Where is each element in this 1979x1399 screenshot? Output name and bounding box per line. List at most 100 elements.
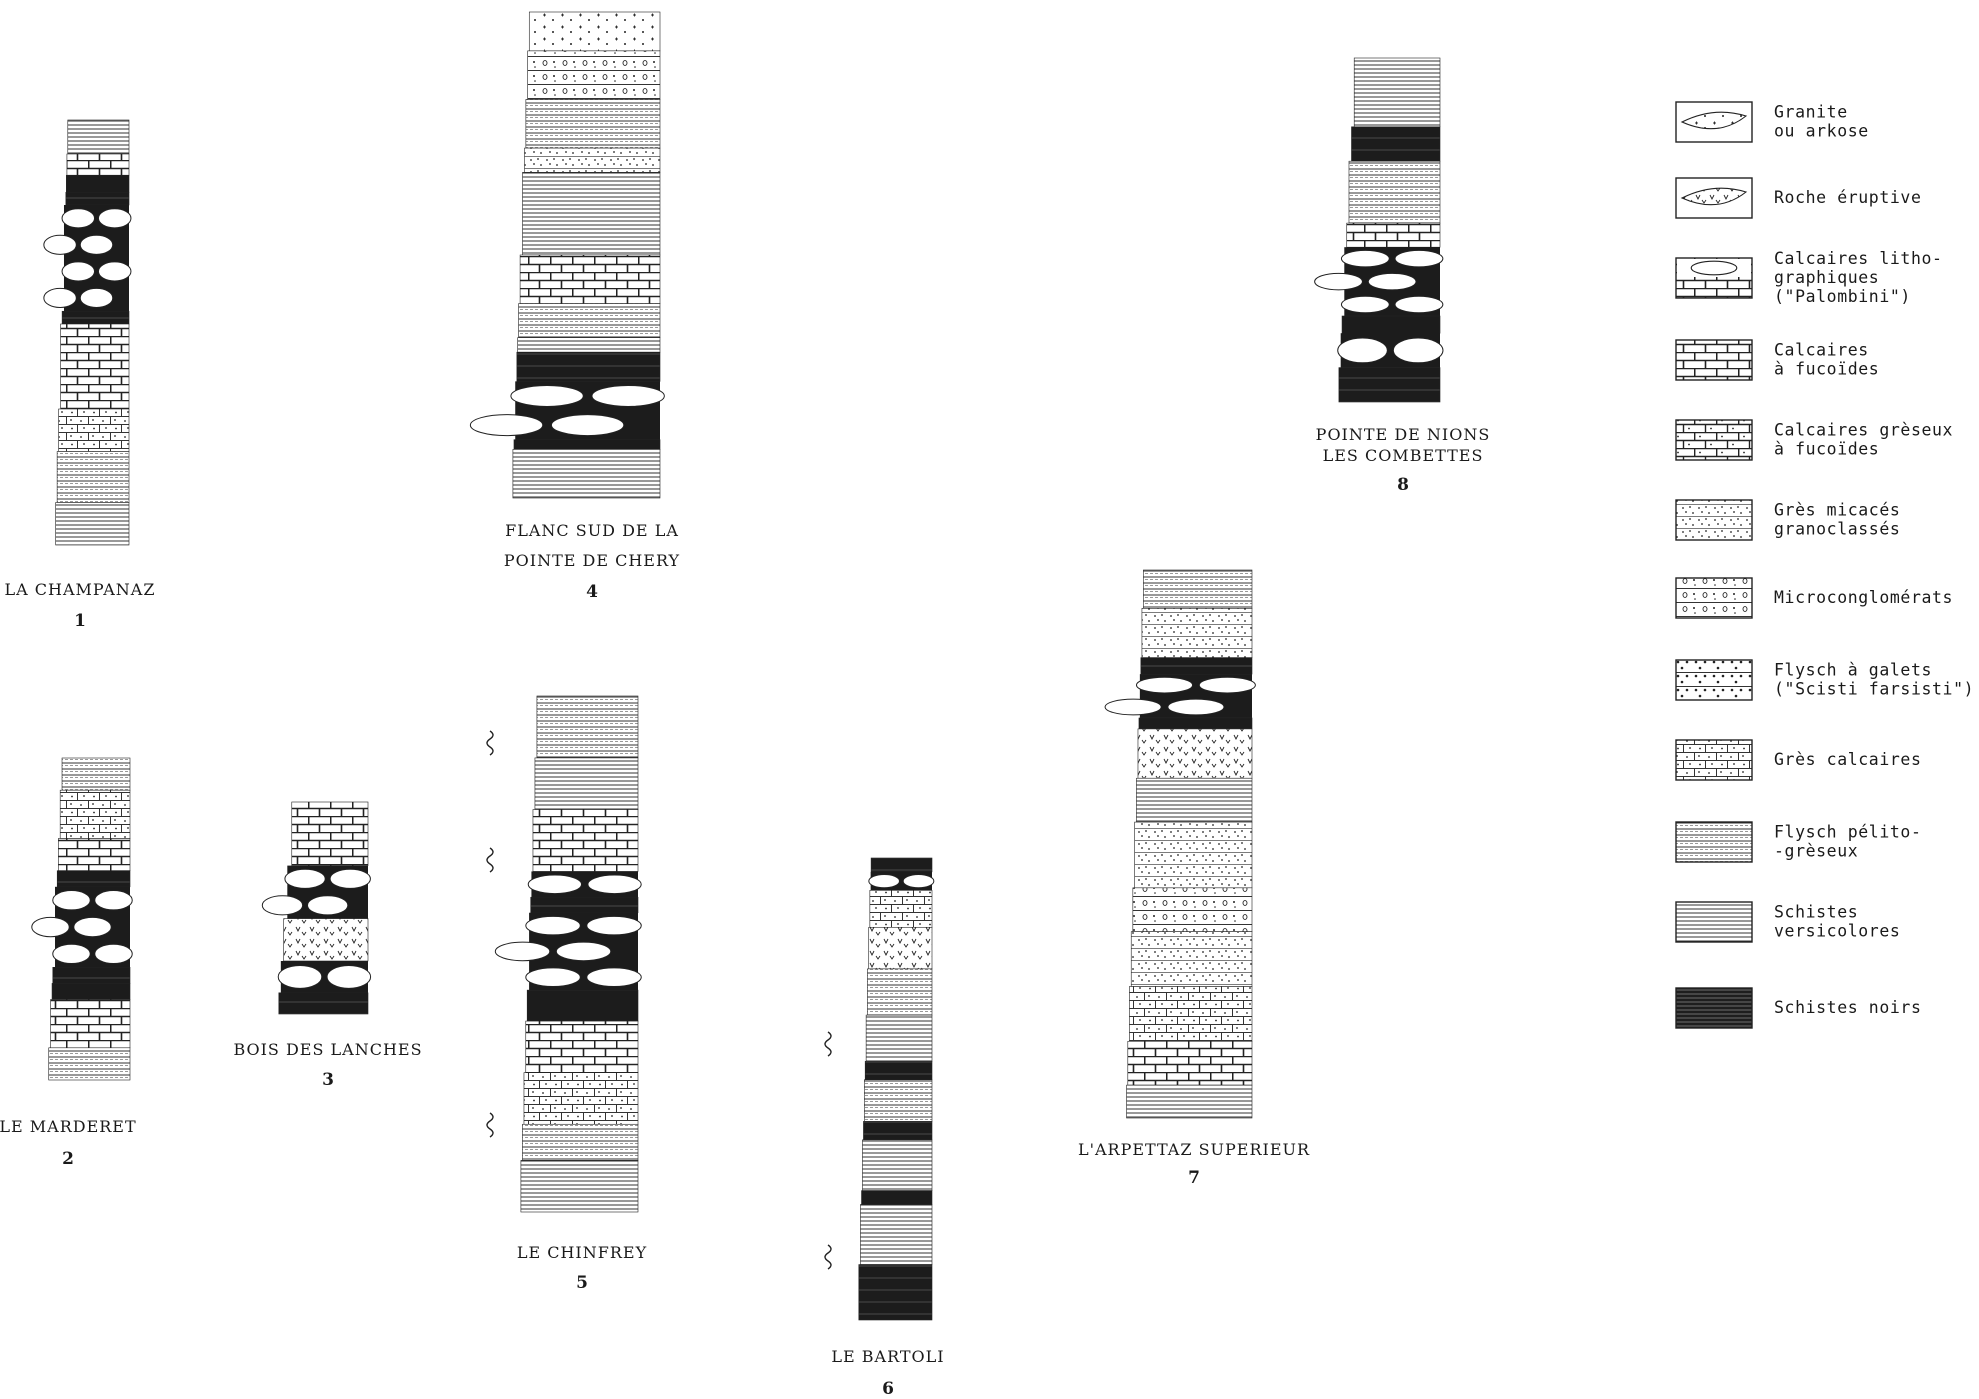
layer-nplain	[52, 983, 130, 999]
legend-label: Microconglomérats	[1774, 588, 1953, 607]
layer-gcal	[1129, 986, 1252, 1041]
legend-lens-shape	[1691, 261, 1737, 275]
layer-nplain	[1139, 718, 1252, 729]
legend-item-erup: Roche éruptive	[1676, 178, 1921, 218]
layer-pel	[57, 452, 129, 503]
layer-gres	[1131, 932, 1252, 987]
columns-layer	[32, 12, 1443, 1320]
palombini-lens	[526, 916, 580, 935]
column-2	[32, 758, 132, 1080]
layer-schn	[865, 1061, 932, 1079]
legend-item-galets: Flysch à galets("Scisti farsisti")	[1676, 660, 1974, 700]
column-label-4: POINTE DE CHERY	[504, 551, 680, 570]
column-3	[262, 802, 370, 1014]
column-label-4: FLANC SUD DE LA	[505, 521, 679, 540]
palombini-lens	[95, 944, 132, 963]
layer-nplain	[527, 990, 638, 1021]
column-label-3: BOIS DES LANCHES	[233, 1040, 422, 1059]
column-number-2: 2	[62, 1149, 74, 1169]
layer-schn	[863, 1121, 932, 1139]
legend-item-pel: Flysch pélito--grèseux	[1676, 822, 1921, 862]
palombini-lens	[1395, 250, 1443, 267]
legend-swatch	[1676, 988, 1752, 1028]
layer-fuco	[520, 255, 660, 304]
column-1	[44, 120, 131, 545]
layer-fuco	[58, 839, 130, 871]
layer-pel	[867, 969, 932, 1015]
layer-versi	[1136, 778, 1252, 822]
column-4	[470, 12, 664, 498]
layer-gres	[525, 148, 660, 172]
column-label-1: LA CHAMPANAZ	[5, 580, 156, 599]
layer-versi	[1354, 58, 1440, 127]
palombini-lens	[44, 288, 77, 307]
palombini-lens	[98, 262, 131, 281]
contact-wiggle-mark	[825, 1245, 831, 1269]
layer-gcal	[59, 409, 129, 452]
layer-schn	[1352, 127, 1441, 161]
legend-label: ("Palombini")	[1774, 287, 1911, 306]
layer-gcal	[60, 790, 130, 838]
layer-fuco	[1128, 1041, 1252, 1085]
legend: Graniteou arkoseRoche éruptiveCalcaires …	[1676, 102, 1974, 1028]
palombini-lens	[592, 385, 664, 406]
palombini-lens	[285, 869, 325, 888]
layer-schn	[871, 858, 932, 872]
legend-label: Granite	[1774, 103, 1848, 122]
legend-swatch	[1676, 500, 1752, 540]
palombini-lens	[495, 942, 549, 961]
palombini-lens	[551, 415, 623, 436]
layer-schn	[57, 871, 130, 887]
layer-versi	[866, 1015, 932, 1061]
layer-schn	[279, 993, 368, 1014]
column-number-4: 4	[586, 582, 598, 602]
legend-label: Roche éruptive	[1774, 188, 1921, 207]
legend-label: Schistes noirs	[1774, 998, 1921, 1017]
column-label-7: L'ARPETTAZ SUPERIEUR	[1078, 1140, 1310, 1159]
column-number-3: 3	[322, 1070, 334, 1090]
contact-wiggle-mark	[487, 1113, 493, 1137]
layer-schn	[53, 967, 130, 983]
column-number-7: 7	[1188, 1168, 1200, 1188]
layer-versi	[68, 120, 129, 154]
column-label-8: LES COMBETTES	[1323, 446, 1484, 465]
column-label-5: LE CHINFREY	[517, 1243, 647, 1262]
legend-label: Grès micacés	[1774, 501, 1900, 520]
palombini-lens	[1315, 273, 1363, 290]
layer-schn	[62, 311, 129, 324]
palombini-lens	[1395, 296, 1443, 313]
layer-schn	[1141, 658, 1252, 674]
layer-fuco	[61, 324, 129, 409]
legend-label: ou arkose	[1774, 122, 1869, 141]
legend-item-versi: Schistesversicolores	[1676, 902, 1900, 942]
layer-schn	[531, 897, 638, 912]
layer-erup	[869, 927, 932, 969]
legend-label: Flysch pélito-	[1774, 823, 1921, 842]
layer-micro	[1133, 888, 1252, 932]
palombini-lens	[62, 262, 95, 281]
layer-gres	[1135, 822, 1252, 888]
legend-swatch	[1676, 822, 1752, 862]
layer-schn	[517, 352, 660, 381]
legend-swatch	[1676, 660, 1752, 700]
layer-versi	[521, 1160, 638, 1212]
palombini-lens	[1368, 273, 1416, 290]
legend-label: Schistes	[1774, 903, 1858, 922]
palombini-lens	[1168, 699, 1224, 715]
palombini-lens	[62, 209, 95, 228]
layer-fuco	[533, 810, 638, 872]
contact-wiggle-mark	[487, 731, 493, 755]
layer-schn	[859, 1265, 932, 1320]
palombini-lens	[1393, 338, 1443, 363]
legend-label: Grès calcaires	[1774, 750, 1921, 769]
column-number-5: 5	[576, 1273, 588, 1293]
palombini-lens	[44, 235, 77, 254]
layer-pel	[522, 1124, 638, 1160]
palombini-lens	[80, 288, 113, 307]
layer-pel	[537, 696, 638, 758]
palombini-lens	[526, 968, 580, 987]
